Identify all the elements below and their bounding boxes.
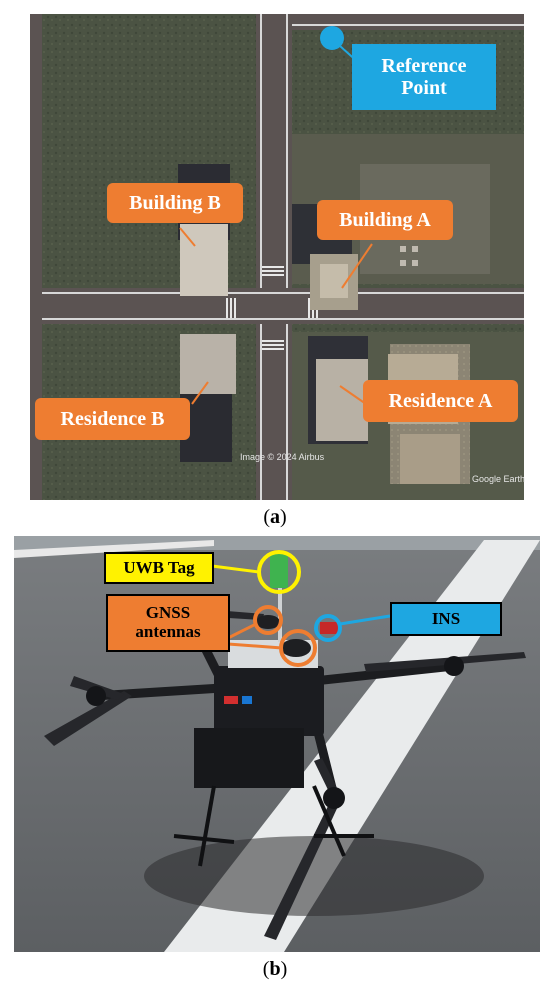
residence-b-label: Residence B	[35, 398, 190, 440]
reference-point-label: Reference Point	[352, 44, 496, 110]
gnss-antenna-highlight-1	[253, 605, 283, 635]
ins-highlight	[314, 614, 342, 642]
ins-label: INS	[390, 602, 502, 636]
drone-photo	[14, 536, 540, 952]
residence-a-label: Residence A	[363, 380, 518, 422]
imagery-credit: Image © 2024 Airbus	[240, 452, 325, 462]
reference-point-marker	[320, 26, 344, 50]
uwb-tag-label: UWB Tag	[104, 552, 214, 584]
building-a-label: Building A	[317, 200, 453, 240]
google-earth-attribution: Google Earth	[472, 474, 526, 484]
drone-image	[14, 536, 540, 952]
building-b-label: Building B	[107, 183, 243, 223]
caption-b: (b)	[262, 958, 288, 980]
caption-a: (a)	[263, 506, 287, 528]
gnss-antennas-label: GNSS antennas	[106, 594, 230, 652]
